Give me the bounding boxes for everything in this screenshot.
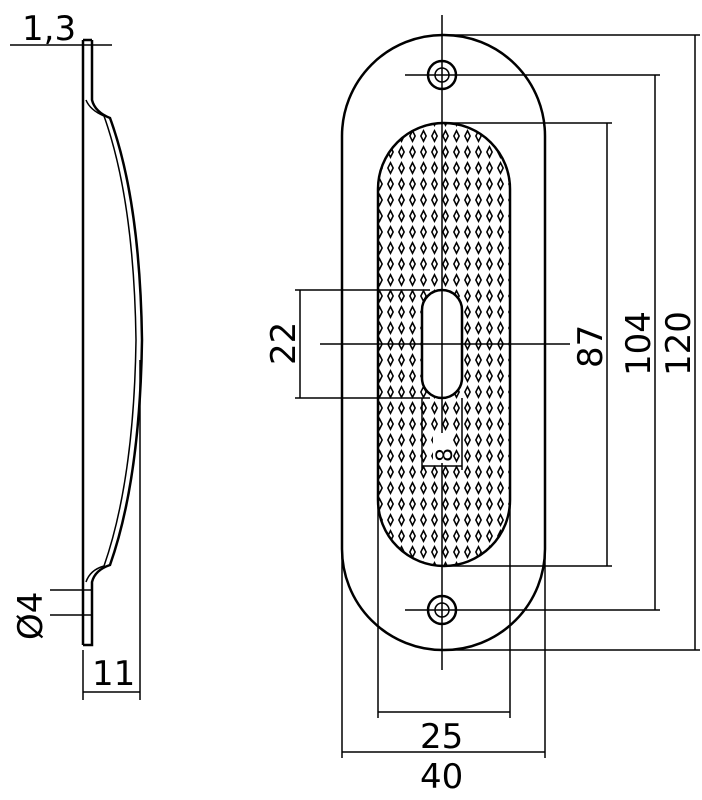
slot-width-label-bg bbox=[433, 433, 453, 463]
slot-height-label: 22 bbox=[264, 322, 304, 365]
overall-width-label: 40 bbox=[420, 757, 463, 797]
side-profile-inner bbox=[85, 99, 137, 583]
hole-diameter-label: Ø4 bbox=[11, 592, 51, 640]
overall-height-label: 120 bbox=[659, 311, 699, 376]
depth-label: 11 bbox=[92, 654, 135, 694]
side-view: 1,3 Ø4 11 bbox=[10, 9, 144, 700]
hole-spacing-label: 104 bbox=[619, 311, 659, 376]
pattern-width-label: 25 bbox=[420, 717, 463, 757]
side-profile-outer bbox=[81, 38, 144, 647]
thickness-label: 1,3 bbox=[22, 9, 76, 49]
front-view: 22 8 87 104 120 25 40 bbox=[264, 15, 700, 797]
slot-width-label: 8 bbox=[433, 448, 458, 462]
pattern-height-label: 87 bbox=[571, 325, 611, 368]
